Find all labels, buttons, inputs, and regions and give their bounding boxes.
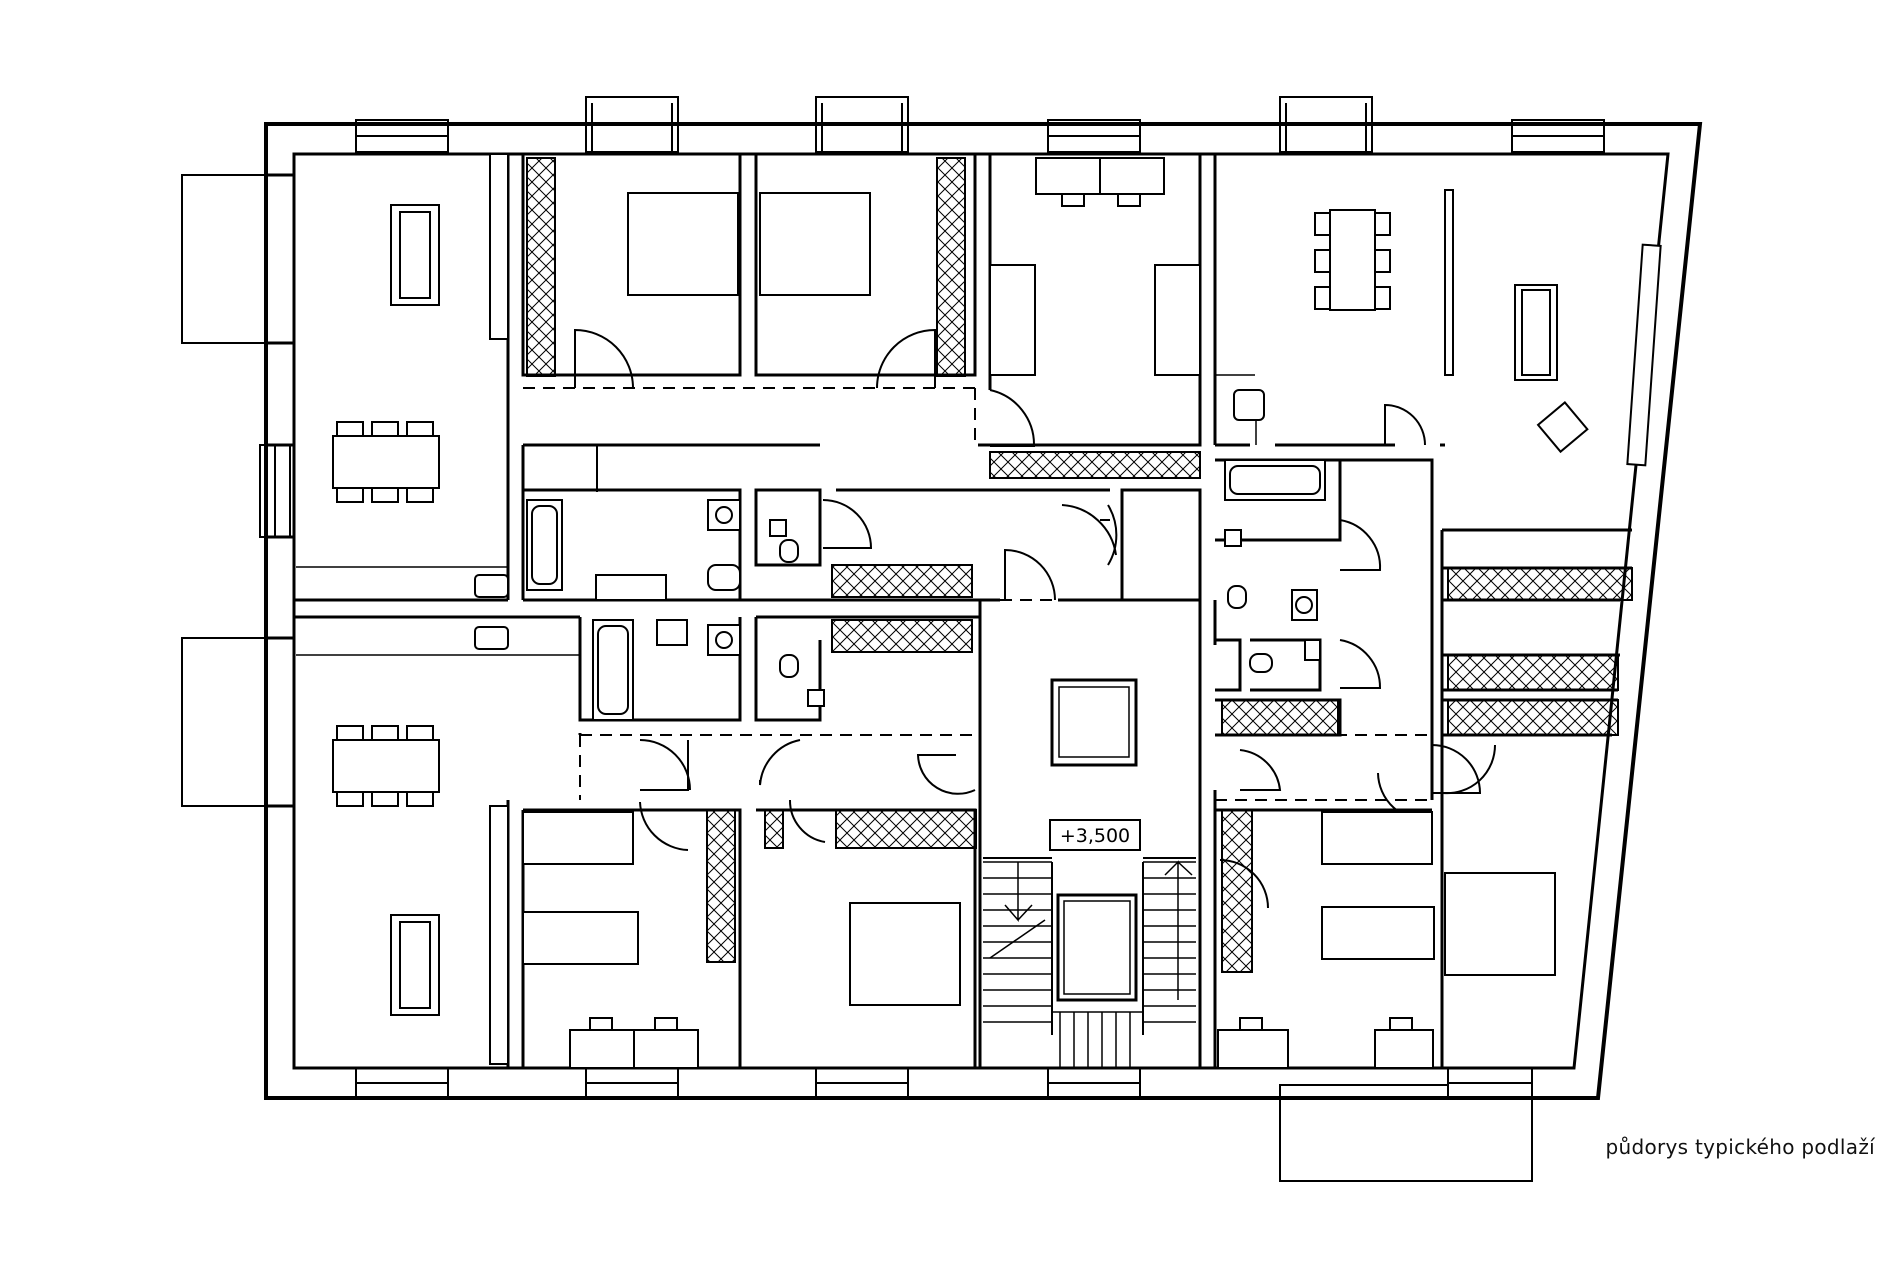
- balcony-west-lower: [181, 637, 267, 807]
- wardrobes: [526, 157, 1633, 973]
- stair-core: [978, 678, 1202, 1068]
- balconies: [181, 174, 1533, 1182]
- stair-well: [1056, 893, 1138, 1002]
- furniture: [296, 153, 1662, 1069]
- outer-walls: [264, 122, 1703, 1100]
- level-label: +3,500: [1060, 825, 1130, 847]
- balcony-south: [1279, 1084, 1533, 1182]
- lift-shaft: [1050, 678, 1138, 767]
- plan-caption: půdorys typického podlaží: [1605, 1135, 1875, 1159]
- balcony-west-upper: [181, 174, 267, 344]
- interior-walls: [294, 154, 1632, 1068]
- level-marker: +3,500: [1049, 819, 1141, 851]
